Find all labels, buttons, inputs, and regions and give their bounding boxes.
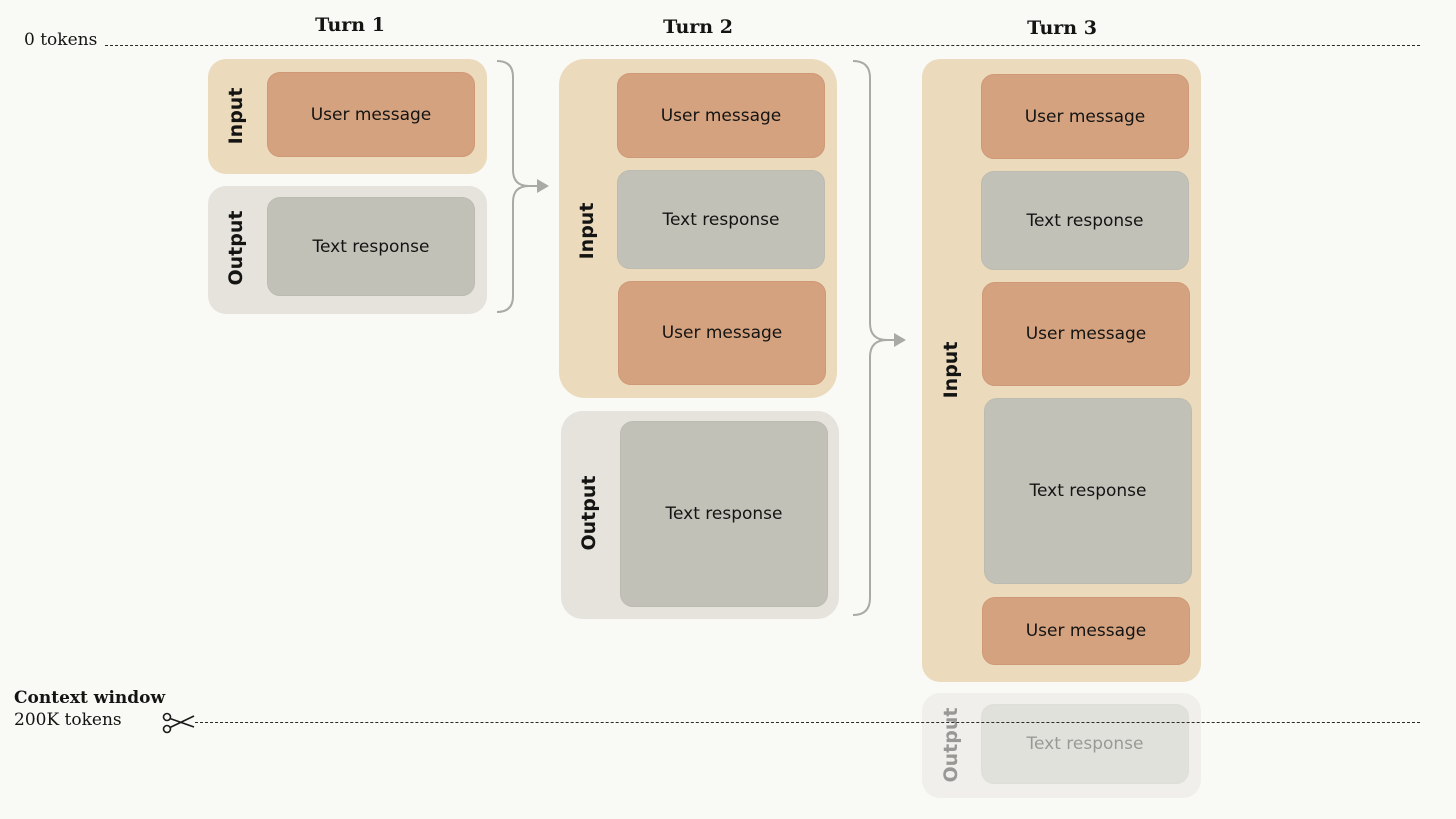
user-message-block: User message [267,72,475,157]
turn-3-input-group: Input User message Text response User me… [922,59,1201,682]
user-message-block: User message [618,281,826,385]
scissors-icon [162,712,195,734]
turn-1-input-group: Input User message [208,59,487,174]
arrow-head [537,179,549,193]
start-line [105,45,1420,46]
turn-1-to-turn-2-arrow [496,60,541,313]
turn-2-output-group: Output Text response [561,411,839,619]
user-message-block: User message [982,282,1190,386]
context-window-label: Context window [14,688,166,708]
text-response-block: Text response [620,421,828,607]
turn-2-input-group: Input User message Text response User me… [559,59,837,398]
text-response-block: Text response [981,704,1189,784]
user-message-block: User message [617,73,825,158]
turn-2-to-turn-3-arrow [852,60,897,616]
user-message-block: User message [982,597,1190,665]
text-response-block: Text response [981,171,1189,270]
turn-1-output-group: Output Text response [208,186,487,314]
turn-2-title: Turn 2 [663,16,733,38]
turn-1-title: Turn 1 [315,14,385,36]
turn-3-title: Turn 3 [1027,17,1097,39]
text-response-block: Text response [617,170,825,269]
text-response-block: Text response [984,398,1192,584]
context-limit-line [195,722,1420,723]
user-message-block: User message [981,74,1189,159]
zero-tokens-label: 0 tokens [24,30,98,50]
context-window-limit: 200K tokens [14,710,122,730]
arrow-head [894,333,906,347]
turn-3-output-group-truncated: Output Text response [922,693,1201,798]
text-response-block: Text response [267,197,475,296]
